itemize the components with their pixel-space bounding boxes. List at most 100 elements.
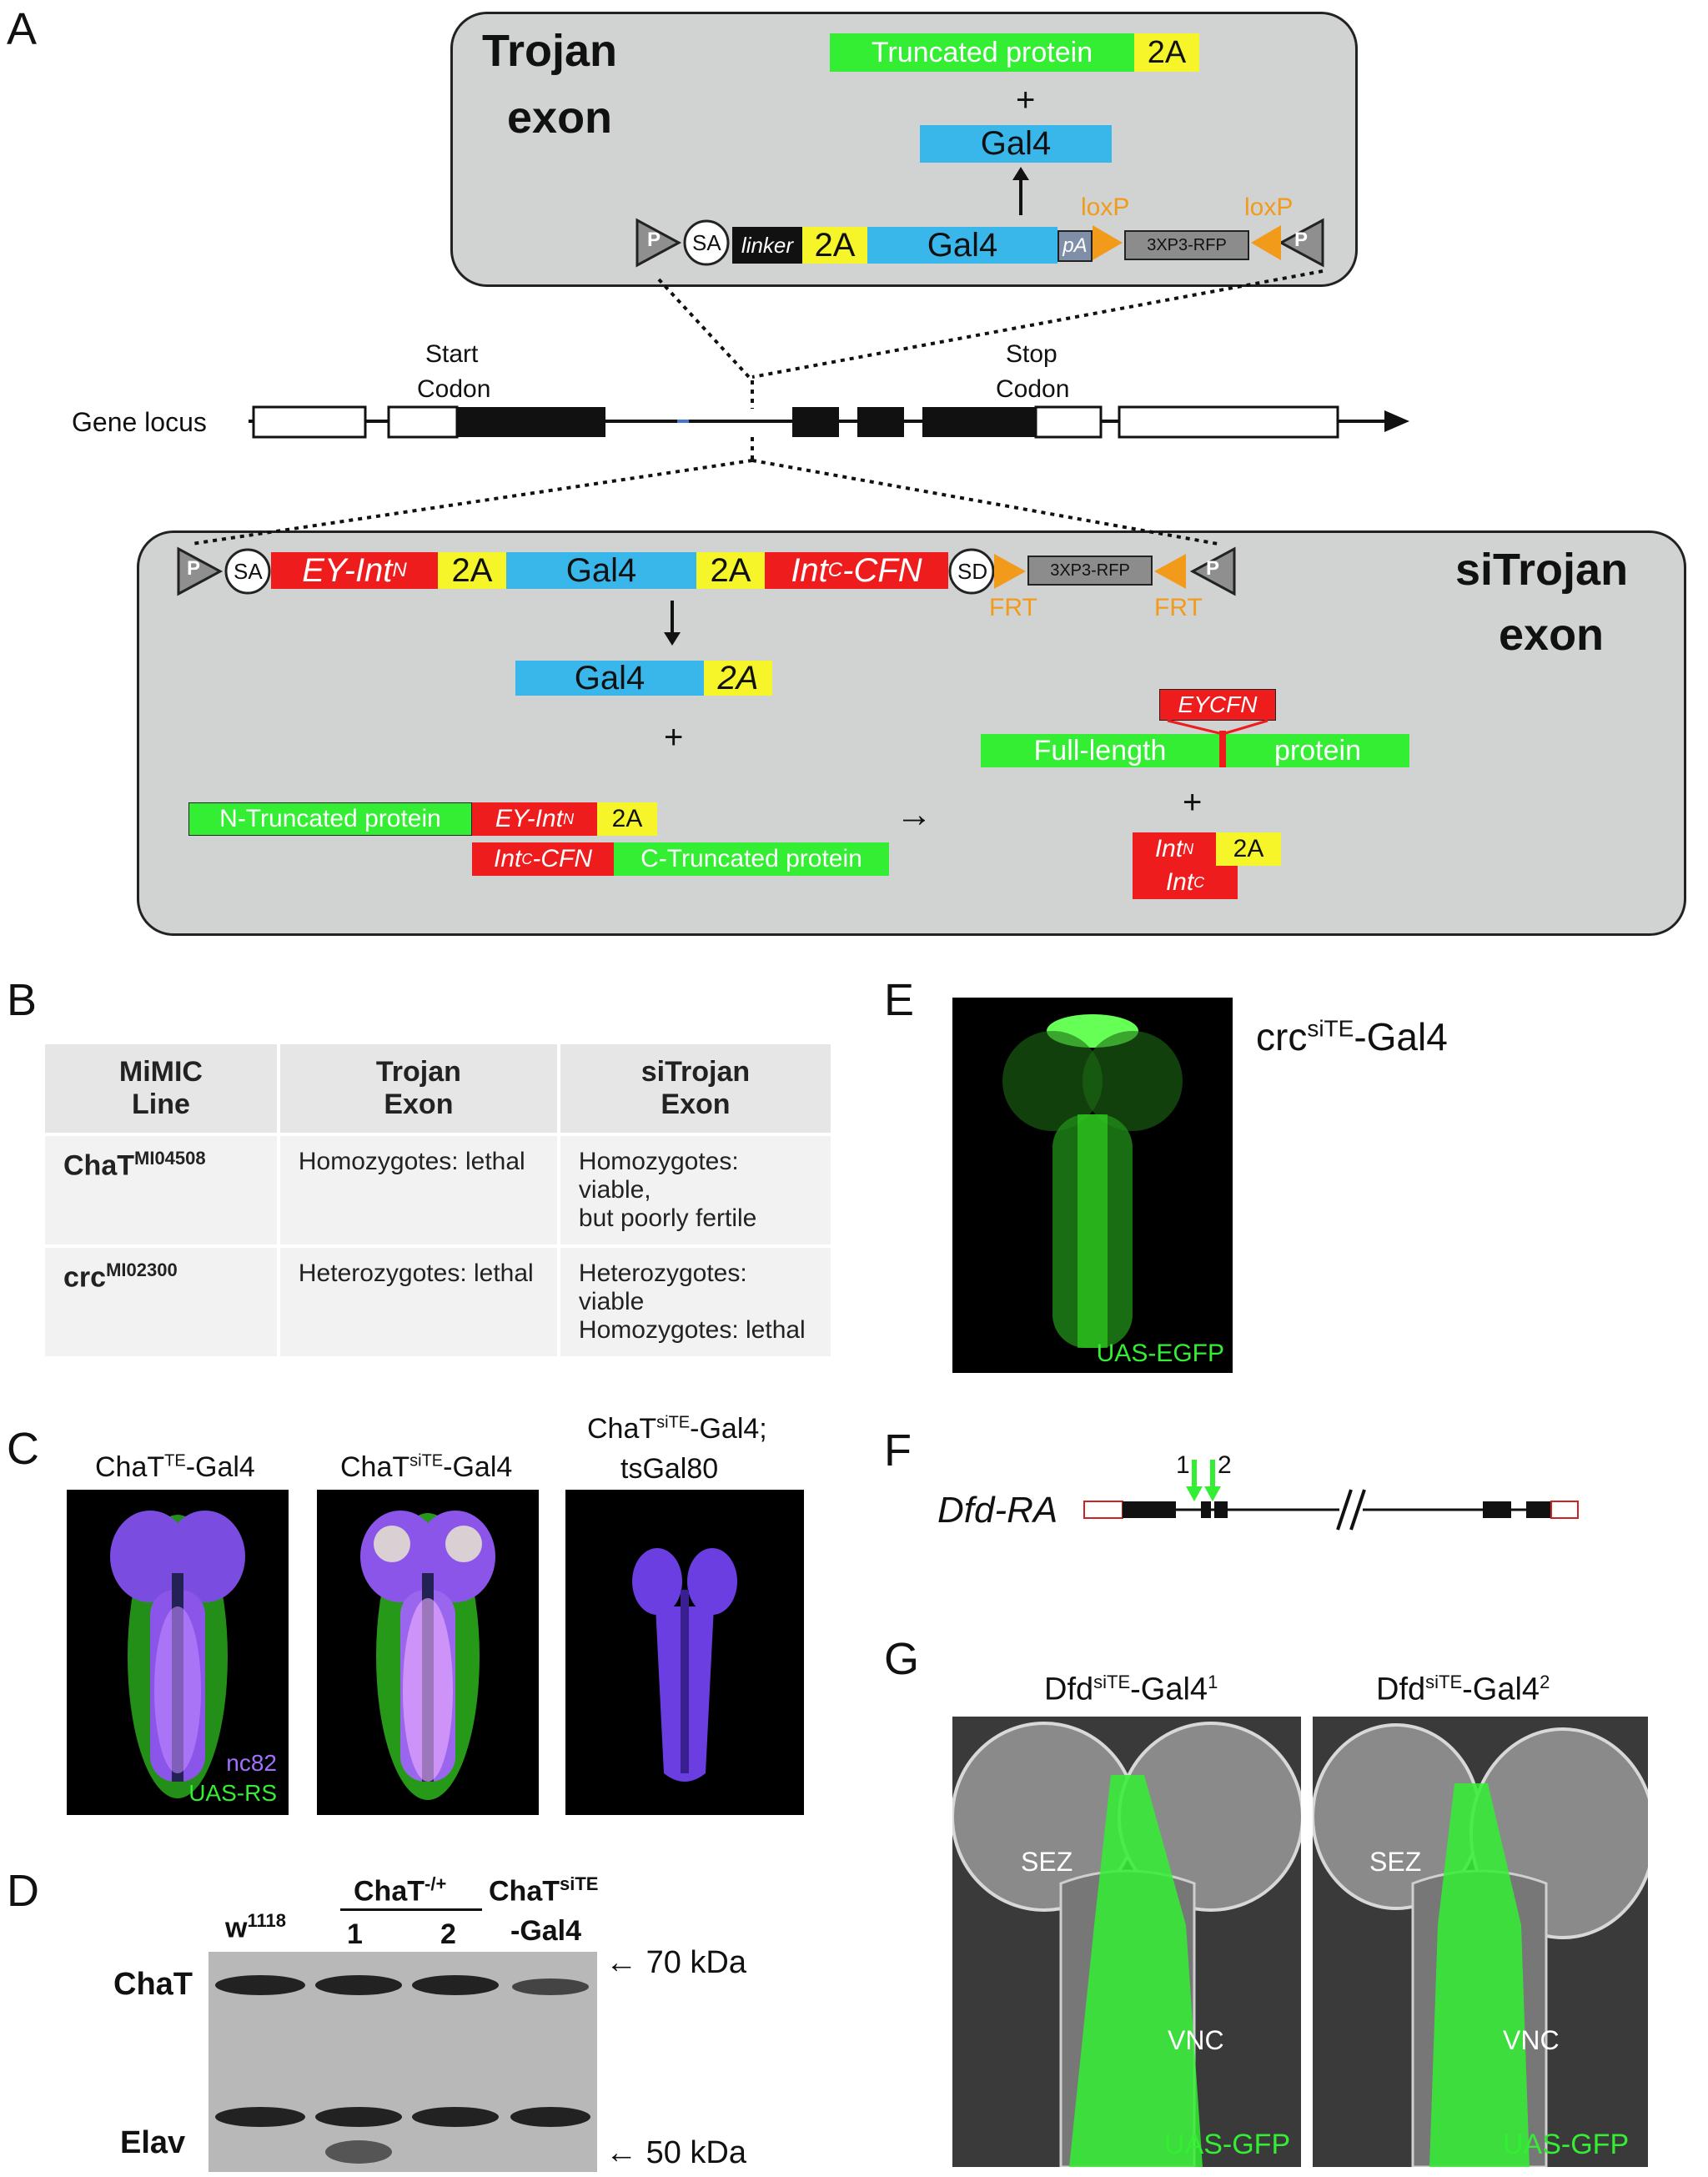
d-lane-chat-site: ChaTsiTE xyxy=(489,1873,599,1908)
full-length-block: Full-length xyxy=(981,734,1219,767)
trojan-sa: SA xyxy=(692,230,721,255)
g-image-dfd-2: SEZ VNC UAS-GFP xyxy=(1313,1717,1648,2167)
c-truncated-block: C-Truncated protein xyxy=(614,842,889,876)
sitrojan-p-right: P xyxy=(1206,557,1220,580)
gene-locus-arrowhead xyxy=(1384,410,1409,432)
c-uasrs-label: UAS-RS xyxy=(188,1780,277,1806)
final-2a: 2A xyxy=(1216,832,1281,866)
row-crc-trojan: Heterozygotes: lethal xyxy=(279,1248,557,1356)
protein-block: protein xyxy=(1226,734,1409,767)
reaction-arrow: → xyxy=(896,794,932,835)
panel-label-c: C xyxy=(7,1424,39,1474)
f-exon-5 xyxy=(1526,1501,1551,1518)
trojan-2a-top: 2A xyxy=(1134,33,1199,72)
f-marker-2: 2 xyxy=(1218,1451,1232,1479)
f-break-mark xyxy=(1349,1489,1366,1531)
c-image-chat-site xyxy=(317,1490,539,1815)
trojan-p-left: P xyxy=(647,229,661,251)
g-sez-label-2: SEZ xyxy=(1369,1847,1422,1877)
e-uas-label: UAS-EGFP xyxy=(1096,1340,1224,1367)
locus-utr-2 xyxy=(387,405,459,439)
f-utr-left xyxy=(1083,1501,1123,1519)
trojan-plus: + xyxy=(1016,82,1036,118)
truncated-protein-block: Truncated protein xyxy=(830,33,1134,72)
sitrojan-plus-1: + xyxy=(664,719,684,756)
c-label-3: ChaTsiTE-Gal4; xyxy=(587,1413,767,1445)
sitrojan-sd: SD xyxy=(957,559,988,584)
f-break-mark xyxy=(1336,1489,1353,1531)
trojan-p-right: P xyxy=(1294,229,1309,251)
g-image-dfd-1: SEZ VNC UAS-GFP xyxy=(952,1717,1301,2167)
panel-label-a: A xyxy=(7,4,38,54)
row-chat-trojan: Homozygotes: lethal xyxy=(279,1136,557,1244)
loxp-label-right: loxP xyxy=(1244,194,1294,221)
sitrojan-2a-product: 2A xyxy=(704,660,772,696)
loxp-label-left: loxP xyxy=(1081,194,1130,221)
g-vnc-label-2: VNC xyxy=(1503,2025,1560,2055)
d-50kda-label: ← 50 kDa xyxy=(605,2135,746,2170)
f-exon-1 xyxy=(1123,1501,1176,1518)
panel-label-d: D xyxy=(7,1866,39,1916)
sitrojan-gal4-product: Gal4 xyxy=(515,660,704,696)
d-group-chat: ChaT-/+ xyxy=(354,1873,447,1908)
c-nc82-label: nc82 xyxy=(226,1750,277,1776)
panel-label-g: G xyxy=(884,1634,920,1684)
f-marker-1: 1 xyxy=(1176,1451,1190,1479)
locus-cds-3 xyxy=(857,407,904,437)
dotted-connector xyxy=(657,278,751,379)
sitrojan-exon-box xyxy=(137,530,1686,936)
g-uas-label-2: UAS-GFP xyxy=(1503,2129,1630,2160)
row-crc-gene: crcMI02300 xyxy=(45,1248,277,1356)
f-exon-2 xyxy=(1201,1501,1211,1518)
gene-locus-label: Gene locus xyxy=(72,407,207,437)
e-image-crc: UAS-EGFP xyxy=(952,998,1233,1373)
linker-block: linker xyxy=(732,227,802,264)
locus-cds-4 xyxy=(922,407,1036,437)
g-uas-label-1: UAS-GFP xyxy=(1164,2129,1291,2160)
locus-utr-4 xyxy=(1118,405,1339,439)
stop-codon-1: Stop xyxy=(1006,340,1057,368)
stop-codon-2: Codon xyxy=(996,375,1070,403)
locus-cds-2 xyxy=(792,407,839,437)
g-label-1: DfdsiTE-Gal41 xyxy=(1044,1672,1218,1707)
n-truncated-block: N-Truncated protein xyxy=(188,802,472,836)
sitrojan-p-left: P xyxy=(187,557,201,580)
locus-cds-1 xyxy=(457,407,605,437)
western-blot-image xyxy=(208,1952,597,2172)
sitrojan-2a-1: 2A xyxy=(438,552,506,589)
panel-label-b: B xyxy=(7,975,38,1025)
f-utr-right xyxy=(1550,1501,1579,1519)
g-label-2: DfdsiTE-Gal42 xyxy=(1376,1672,1550,1707)
frt-label-right: FRT xyxy=(1154,594,1203,621)
panel-label-f: F xyxy=(884,1425,912,1476)
c-image-chat-site-tsgal80 xyxy=(565,1490,804,1815)
eycfn-block: EYCFN xyxy=(1159,689,1276,721)
d-row-chat: ChaT xyxy=(113,1967,193,2002)
d-70kda-label: ← 70 kDa xyxy=(605,1945,746,1980)
sitrojan-sa: SA xyxy=(234,559,263,584)
trojan-rfp-block: 3XP3-RFP xyxy=(1124,230,1249,260)
start-codon-1: Start xyxy=(425,340,479,368)
g-vnc-label-1: VNC xyxy=(1168,2025,1224,2055)
sitrojan-title-2: exon xyxy=(1499,610,1605,660)
locus-utr-3 xyxy=(1034,405,1103,439)
d-lane-chat-site-2: -Gal4 xyxy=(510,1915,582,1947)
d-lane-2: 2 xyxy=(440,1918,456,1950)
c-label-2: ChaTsiTE-Gal4 xyxy=(340,1451,513,1483)
f-exon-3 xyxy=(1214,1501,1228,1518)
sitrojan-2a-2: 2A xyxy=(696,552,765,589)
frt-label-left: FRT xyxy=(989,594,1037,621)
panel-label-e: E xyxy=(884,975,915,1025)
trojan-title-2: exon xyxy=(507,93,613,143)
trojan-gal4-product: Gal4 xyxy=(920,125,1112,163)
g-sez-label-1: SEZ xyxy=(1021,1847,1073,1877)
n-2a-small: 2A xyxy=(597,802,657,836)
